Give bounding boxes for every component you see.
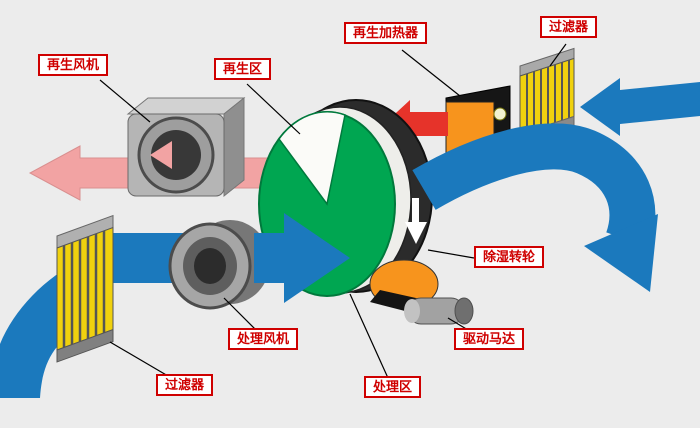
regen-inlet-duct: [620, 82, 700, 124]
regen-fan: [126, 96, 246, 198]
regen-fan-flow-arrow: [150, 141, 172, 169]
label-process-fan: 处理风机: [228, 328, 299, 351]
filter-bottom: [56, 214, 114, 363]
label-motor: 驱动马达: [454, 328, 525, 351]
label-regen-zone: 再生区: [214, 58, 272, 81]
dry-air-outlet-arrowhead: [584, 214, 658, 292]
filter-top-pleats: [526, 59, 570, 133]
leader-process-zone: [349, 293, 389, 379]
leader-regen-fan: [99, 79, 151, 123]
regen-heater-indicator: [493, 107, 507, 121]
leader-process-fan: [223, 297, 257, 331]
motor-end-cap: [454, 297, 474, 325]
regen-inlet-arrowhead: [580, 78, 620, 136]
leader-regen-zone: [246, 83, 301, 135]
label-filter-bottom: 过滤器: [156, 374, 214, 397]
wheel-regen-sector: [278, 111, 346, 206]
leader-filter-top: [549, 43, 567, 67]
label-regen-heater: 再生加热器: [344, 22, 428, 45]
motor-front-cap: [404, 299, 420, 323]
filter-bottom-pleats: [62, 230, 106, 348]
leader-regen-heater: [401, 49, 461, 97]
process-air-arrowhead: [254, 213, 350, 303]
process-fan-hub: [194, 248, 226, 284]
label-filter-top: 过滤器: [540, 16, 598, 39]
label-process-zone: 处理区: [364, 376, 422, 399]
label-wheel: 除湿转轮: [474, 246, 545, 269]
drive-motor: [369, 259, 474, 325]
wheel-rotation-arrow: [405, 198, 427, 244]
dry-air-outlet-duct: [412, 123, 656, 248]
leader-filter-bottom: [109, 341, 169, 377]
process-fan: [168, 220, 270, 310]
filter-bottom-frame-lower: [56, 328, 114, 363]
leader-wheel: [427, 249, 475, 259]
label-regen-fan: 再生风机: [38, 54, 109, 77]
regen-fan-hub: [151, 130, 201, 180]
regen-fan-side-face: [223, 96, 245, 198]
